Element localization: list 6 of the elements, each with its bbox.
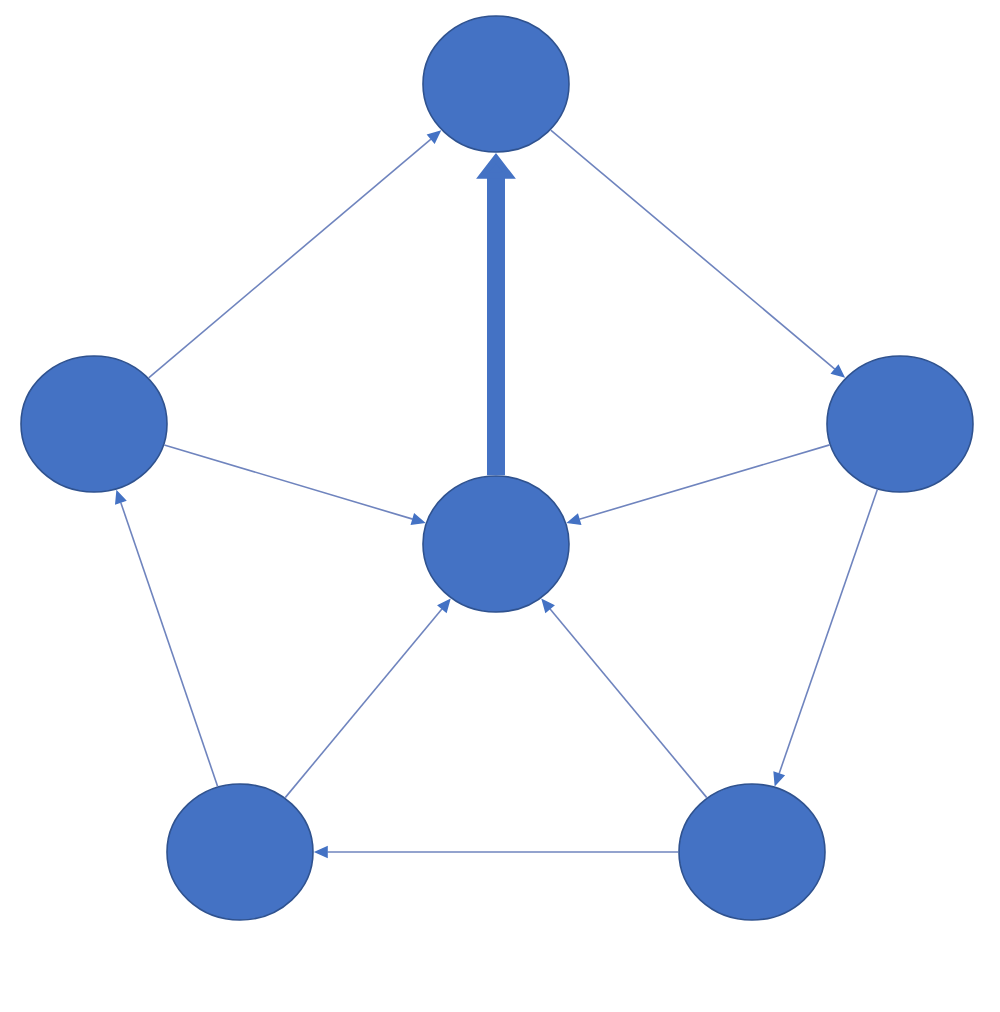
circle-node: [826, 355, 974, 493]
circle-node: [20, 355, 168, 493]
circle-node: [166, 783, 314, 921]
circle-node: [678, 783, 826, 921]
circle-node: [422, 475, 570, 613]
circle-node: [422, 15, 570, 153]
